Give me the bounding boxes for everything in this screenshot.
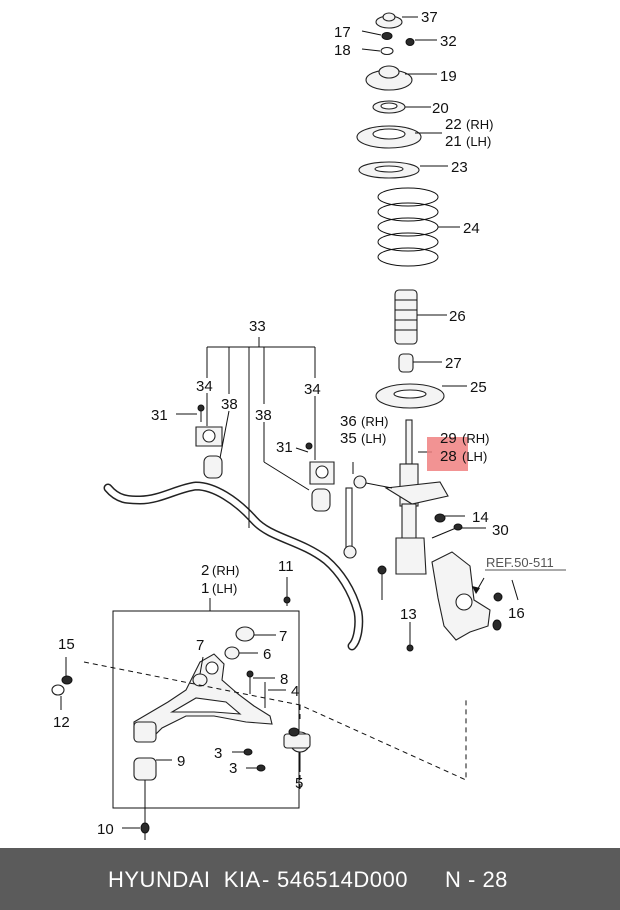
lower-spring-seat — [375, 383, 467, 409]
dust-boot — [394, 289, 447, 345]
bolt-13 — [406, 622, 414, 652]
label-17: 17 — [334, 24, 351, 41]
top-mount-group — [356, 12, 448, 179]
label-9: 9 — [177, 753, 185, 770]
label-11: 11 — [278, 558, 294, 575]
label-25: 25 — [470, 379, 487, 396]
steering-knuckle — [431, 551, 519, 641]
label-3a: 3 — [214, 745, 222, 762]
stabilizer-link — [343, 462, 393, 600]
parts-diagram: 37 17 32 18 19 20 22 (RH) 21 (LH) 23 24 … — [51, 9, 566, 840]
label-35-side: (LH) — [361, 431, 386, 446]
label-30: 30 — [492, 522, 509, 539]
label-8: 8 — [280, 671, 288, 688]
label-31a: 31 — [151, 407, 168, 424]
label-13: 13 — [400, 606, 417, 623]
label-2: 2 — [201, 562, 209, 579]
label-ref: REF.50-511 — [486, 555, 554, 570]
label-14: 14 — [472, 509, 489, 526]
stabilizer-bushings — [176, 404, 335, 512]
label-19: 19 — [440, 68, 457, 85]
footer-position-ref: N - 28 — [445, 867, 508, 892]
stabilizer-bar — [103, 481, 364, 651]
label-10: 10 — [97, 821, 114, 838]
label-34b: 34 — [304, 381, 321, 398]
lower-control-arm — [133, 626, 311, 781]
label-31b: 31 — [276, 439, 293, 456]
label-27: 27 — [445, 355, 462, 372]
label-36: 36 — [340, 413, 357, 430]
bolt-11 — [283, 577, 291, 606]
nut-12-15 — [51, 657, 73, 710]
strut-assembly — [384, 419, 468, 575]
label-18: 18 — [334, 42, 351, 59]
leader-33-tree — [206, 337, 316, 528]
label-1: 1 — [201, 580, 209, 597]
label-24: 24 — [463, 220, 480, 237]
footer-part-number: 546514D000 — [277, 867, 409, 892]
label-36-side: (RH) — [361, 414, 388, 429]
label-16: 16 — [508, 605, 525, 622]
label-34a: 34 — [196, 378, 213, 395]
label-15: 15 — [58, 636, 75, 653]
label-28: 28 — [440, 448, 457, 465]
label-22-side: (RH) — [466, 117, 493, 132]
label-38a: 38 — [221, 396, 238, 413]
label-29-side: (RH) — [462, 431, 489, 446]
label-2-side: (RH) — [212, 563, 239, 578]
label-20: 20 — [432, 100, 449, 117]
label-12: 12 — [53, 714, 70, 731]
label-7a: 7 — [279, 628, 287, 645]
label-26: 26 — [449, 308, 466, 325]
label-35: 35 — [340, 430, 357, 447]
callout-labels: 37 17 32 18 19 20 22 (RH) 21 (LH) 23 24 … — [53, 9, 566, 838]
label-5: 5 — [295, 775, 303, 792]
label-4: 4 — [291, 683, 299, 700]
footer-brand: HYUNDAI KIA — [108, 867, 261, 892]
label-37: 37 — [421, 9, 438, 26]
footer-separator: - — [262, 867, 270, 892]
lower-arm-box — [112, 598, 300, 809]
label-32: 32 — [440, 33, 457, 50]
coil-spring — [377, 187, 460, 267]
footer-bar: HYUNDAI KIA - 546514D000 N - 28 — [0, 848, 620, 910]
label-3b: 3 — [229, 760, 237, 777]
knuckle-fasteners — [431, 513, 486, 539]
label-21-side: (LH) — [466, 134, 491, 149]
label-21: 21 — [445, 133, 462, 150]
label-33: 33 — [249, 318, 266, 335]
highlight-box — [427, 437, 468, 471]
reference-lines — [83, 661, 467, 790]
label-6: 6 — [263, 646, 271, 663]
label-29: 29 — [440, 430, 457, 447]
label-28-side: (LH) — [462, 449, 487, 464]
label-22: 22 — [445, 116, 462, 133]
bump-stop — [398, 353, 442, 373]
label-38b: 38 — [255, 407, 272, 424]
bolt-10 — [122, 780, 150, 840]
label-1-side: (LH) — [212, 581, 237, 596]
label-23: 23 — [451, 159, 468, 176]
label-7b: 7 — [196, 637, 204, 654]
